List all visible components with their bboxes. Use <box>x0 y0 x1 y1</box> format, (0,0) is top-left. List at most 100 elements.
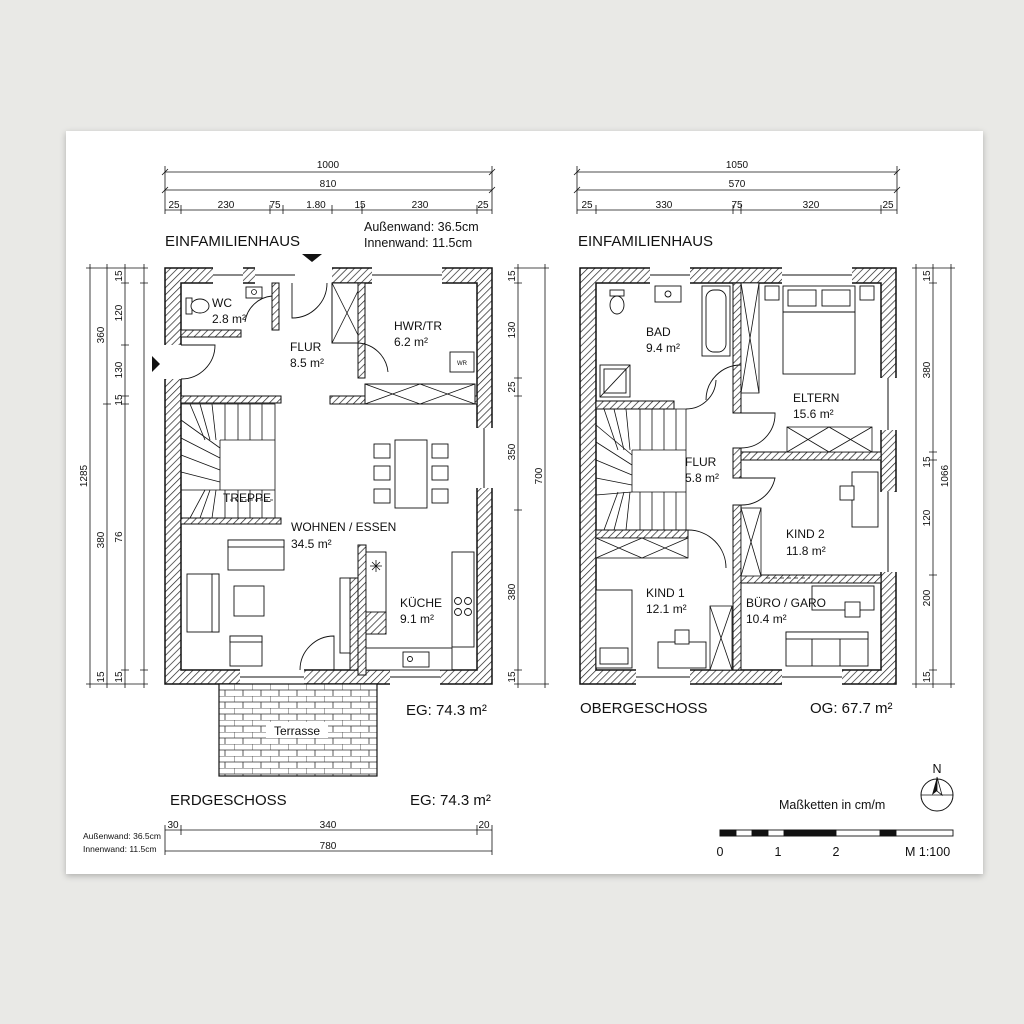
eg-entrance-opening <box>163 345 183 379</box>
eg-staircase <box>180 403 276 519</box>
og-staircase <box>595 408 687 531</box>
room-hwr-area: 6.2 m² <box>394 335 428 349</box>
dim-label: 15 <box>922 456 933 468</box>
bed-icon <box>764 285 875 375</box>
room-kueche-name: KÜCHE <box>400 596 442 610</box>
room-bad-name: BAD <box>646 325 671 339</box>
room-wohnen-name: WOHNEN / ESSEN <box>291 520 396 534</box>
eg-floor-label: ERDGESCHOSS <box>170 792 287 809</box>
dim-label: 380 <box>96 531 107 548</box>
kitchen-unit-icon <box>365 551 475 671</box>
eg-plan <box>152 254 494 777</box>
room-treppe-name: TREPPE <box>223 491 271 505</box>
room-kind2-area: 11.8 m² <box>786 544 826 558</box>
dim-label: 20 <box>478 820 490 831</box>
dim-label: 380 <box>922 361 933 378</box>
eg-area: EG: 74.3 m² <box>406 702 487 719</box>
small-innenwand-note: Innenwand: 11.5cm <box>83 844 157 854</box>
dim-label: 25 <box>581 200 593 211</box>
room-buero-name: BÜRO / GARO <box>746 596 826 610</box>
room-flur-og-area: 5.8 m² <box>685 471 719 485</box>
dim-label: 130 <box>114 361 125 378</box>
room-wohnen-area: 34.5 m² <box>291 537 332 551</box>
dim-label: 130 <box>507 321 518 338</box>
dim-label: 230 <box>218 200 235 211</box>
room-hwr-name: HWR/TR <box>394 319 442 333</box>
room-bad-area: 9.4 m² <box>646 341 680 355</box>
north-arrow-icon <box>920 776 954 812</box>
dim-label: 320 <box>803 200 820 211</box>
scale-label: M 1:100 <box>905 845 950 859</box>
bathroom-fixtures-icon <box>599 285 731 398</box>
dim-label: 700 <box>534 467 545 484</box>
north-label: N <box>932 762 941 776</box>
dim-label: 25 <box>168 200 180 211</box>
dim-label: 120 <box>114 304 125 321</box>
wc-sink-icon <box>245 286 263 299</box>
wc-toilet-icon <box>185 297 210 315</box>
dim-label: 330 <box>656 200 673 211</box>
dim-label: 15 <box>507 671 518 683</box>
dim-label: 75 <box>269 200 281 211</box>
dim-label: 570 <box>729 179 746 190</box>
dim-label: 360 <box>96 326 107 343</box>
dim-label: 76 <box>114 531 125 543</box>
dim-label: 75 <box>731 200 743 211</box>
dim-label: 200 <box>922 589 933 606</box>
dim-label: 810 <box>320 179 337 190</box>
dim-label: 15 <box>114 270 125 282</box>
scale-bar <box>719 829 954 837</box>
dim-label: 1000 <box>317 160 340 171</box>
scale-tick: 0 <box>717 845 724 859</box>
og-heading: EINFAMILIENHAUS <box>578 233 713 250</box>
og-area: OG: 67.7 m² <box>810 700 893 717</box>
dim-label: 25 <box>477 200 489 211</box>
washer-icon <box>449 351 475 373</box>
dimension-lines <box>86 166 955 855</box>
dim-label: 340 <box>320 820 337 831</box>
room-wc-area: 2.8 m² <box>212 312 246 326</box>
room-kind1-area: 12.1 m² <box>646 602 687 616</box>
entrance-arrow-icon <box>152 356 160 372</box>
dim-label: 15 <box>114 671 125 683</box>
dim-label: 230 <box>412 200 429 211</box>
sofa-icon <box>186 539 351 667</box>
dim-label: 1066 <box>940 464 951 487</box>
dim-label: 380 <box>507 583 518 600</box>
og-plan <box>579 266 898 686</box>
aussenwand-note: Außenwand: 36.5cm <box>364 220 479 234</box>
wr-label: WR <box>457 361 468 367</box>
dim-label: 1285 <box>79 464 90 487</box>
room-wc-name: WC <box>212 296 232 310</box>
desk-icon <box>595 471 879 669</box>
room-buero-area: 10.4 m² <box>746 612 787 626</box>
wardrobe-icon <box>595 282 873 671</box>
entrance-arrow-icon <box>302 254 322 262</box>
terrace-label: Terrasse <box>274 724 320 738</box>
eg-door-opening <box>292 266 332 285</box>
dim-label: 15 <box>922 270 933 282</box>
dim-label: 120 <box>922 509 933 526</box>
room-flur-area: 8.5 m² <box>290 356 324 370</box>
dining-table-icon <box>373 439 449 509</box>
room-eltern-area: 15.6 m² <box>793 407 834 421</box>
dim-label: 1050 <box>726 160 749 171</box>
innenwand-note: Innenwand: 11.5cm <box>364 236 472 250</box>
scale-tick: 1 <box>775 845 782 859</box>
room-kind1-name: KIND 1 <box>646 586 685 600</box>
units-note: Maßketten in cm/m <box>779 798 885 812</box>
room-eltern-name: ELTERN <box>793 391 839 405</box>
og-floor-label: OBERGESCHOSS <box>580 700 708 717</box>
dim-label: 350 <box>507 443 518 460</box>
dim-label: 30 <box>167 820 179 831</box>
room-flur-name: FLUR <box>290 340 322 354</box>
small-aussenwand-note: Außenwand: 36.5cm <box>83 831 161 841</box>
dim-label: 25 <box>882 200 894 211</box>
dim-label: 15 <box>507 270 518 282</box>
dim-label: 15 <box>354 200 366 211</box>
scale-tick: 2 <box>833 845 840 859</box>
dim-label: 25 <box>507 381 518 393</box>
dim-label: 780 <box>320 841 337 852</box>
eg-area-bottom: EG: 74.3 m² <box>410 792 491 809</box>
